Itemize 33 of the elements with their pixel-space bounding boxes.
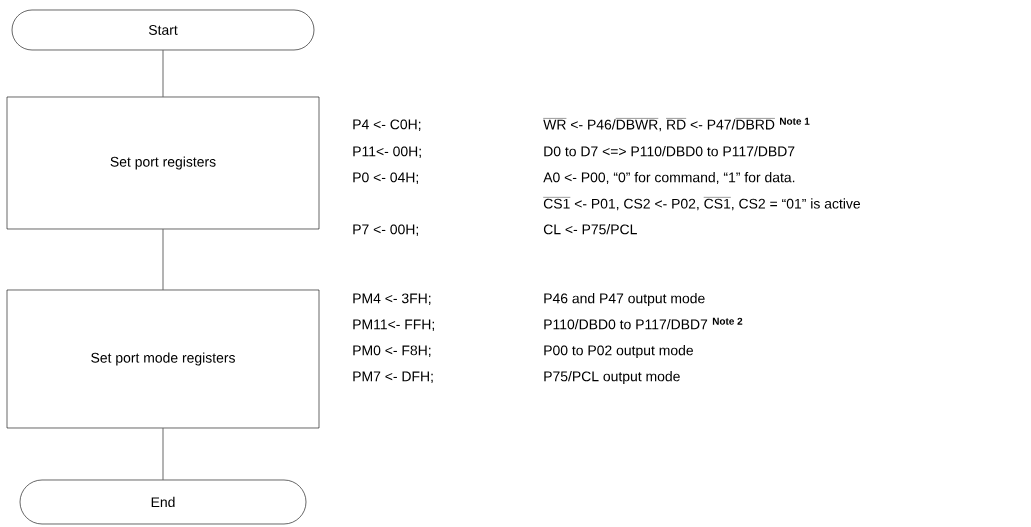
- register-text: <- P46/: [571, 119, 616, 130]
- note-reference: Note 2: [712, 317, 743, 325]
- register-text: WR: [543, 118, 567, 130]
- register-text: P00 to P02 output mode: [544, 345, 693, 359]
- connector-line: [162, 428, 164, 480]
- register-text: , CS2 = “01” is active: [732, 198, 861, 211]
- register-text: PM11<- FFH;: [353, 319, 434, 331]
- register-text: RD: [665, 118, 687, 130]
- process-box: Set port mode registers: [6, 289, 320, 429]
- register-text: CS1: [543, 197, 571, 209]
- register-text: CS1: [703, 197, 732, 209]
- register-text: A0 <- P00, “0” for command, “1” for data.: [543, 172, 795, 184]
- register-text: <- P47/: [690, 119, 736, 130]
- register-text: P4 <- C0H;: [353, 119, 421, 131]
- register-text: DBRD: [735, 118, 776, 130]
- register-text: P0 <- 04H;: [353, 172, 418, 184]
- connector-line: [162, 229, 164, 290]
- register-text: CL <- P75/PCL: [543, 224, 637, 235]
- register-text: P110/DBD0 to P117/DBD7: [544, 319, 708, 330]
- register-text: P11<- 00H;: [353, 146, 421, 158]
- register-text: PM0 <- F8H;: [353, 345, 431, 357]
- register-text: P7 <- 00H;: [353, 224, 418, 236]
- register-text: <- P01, CS2 <- P02,: [574, 198, 699, 211]
- connector-line: [162, 50, 164, 97]
- register-text: P75/PCL output mode: [544, 371, 680, 385]
- note-reference: Note 1: [780, 117, 810, 125]
- process-box: Set port registers: [6, 96, 320, 230]
- register-text: PM4 <- 3FH;: [353, 293, 431, 305]
- register-text: P46 and P47 output mode: [544, 293, 705, 307]
- register-text: D0 to D7 <=> P110/DBD0 to P117/DBD7: [544, 146, 795, 157]
- register-text: PM7 <- DFH;: [353, 371, 433, 383]
- register-text: DBWR: [615, 118, 659, 130]
- register-text: ,: [659, 127, 661, 132]
